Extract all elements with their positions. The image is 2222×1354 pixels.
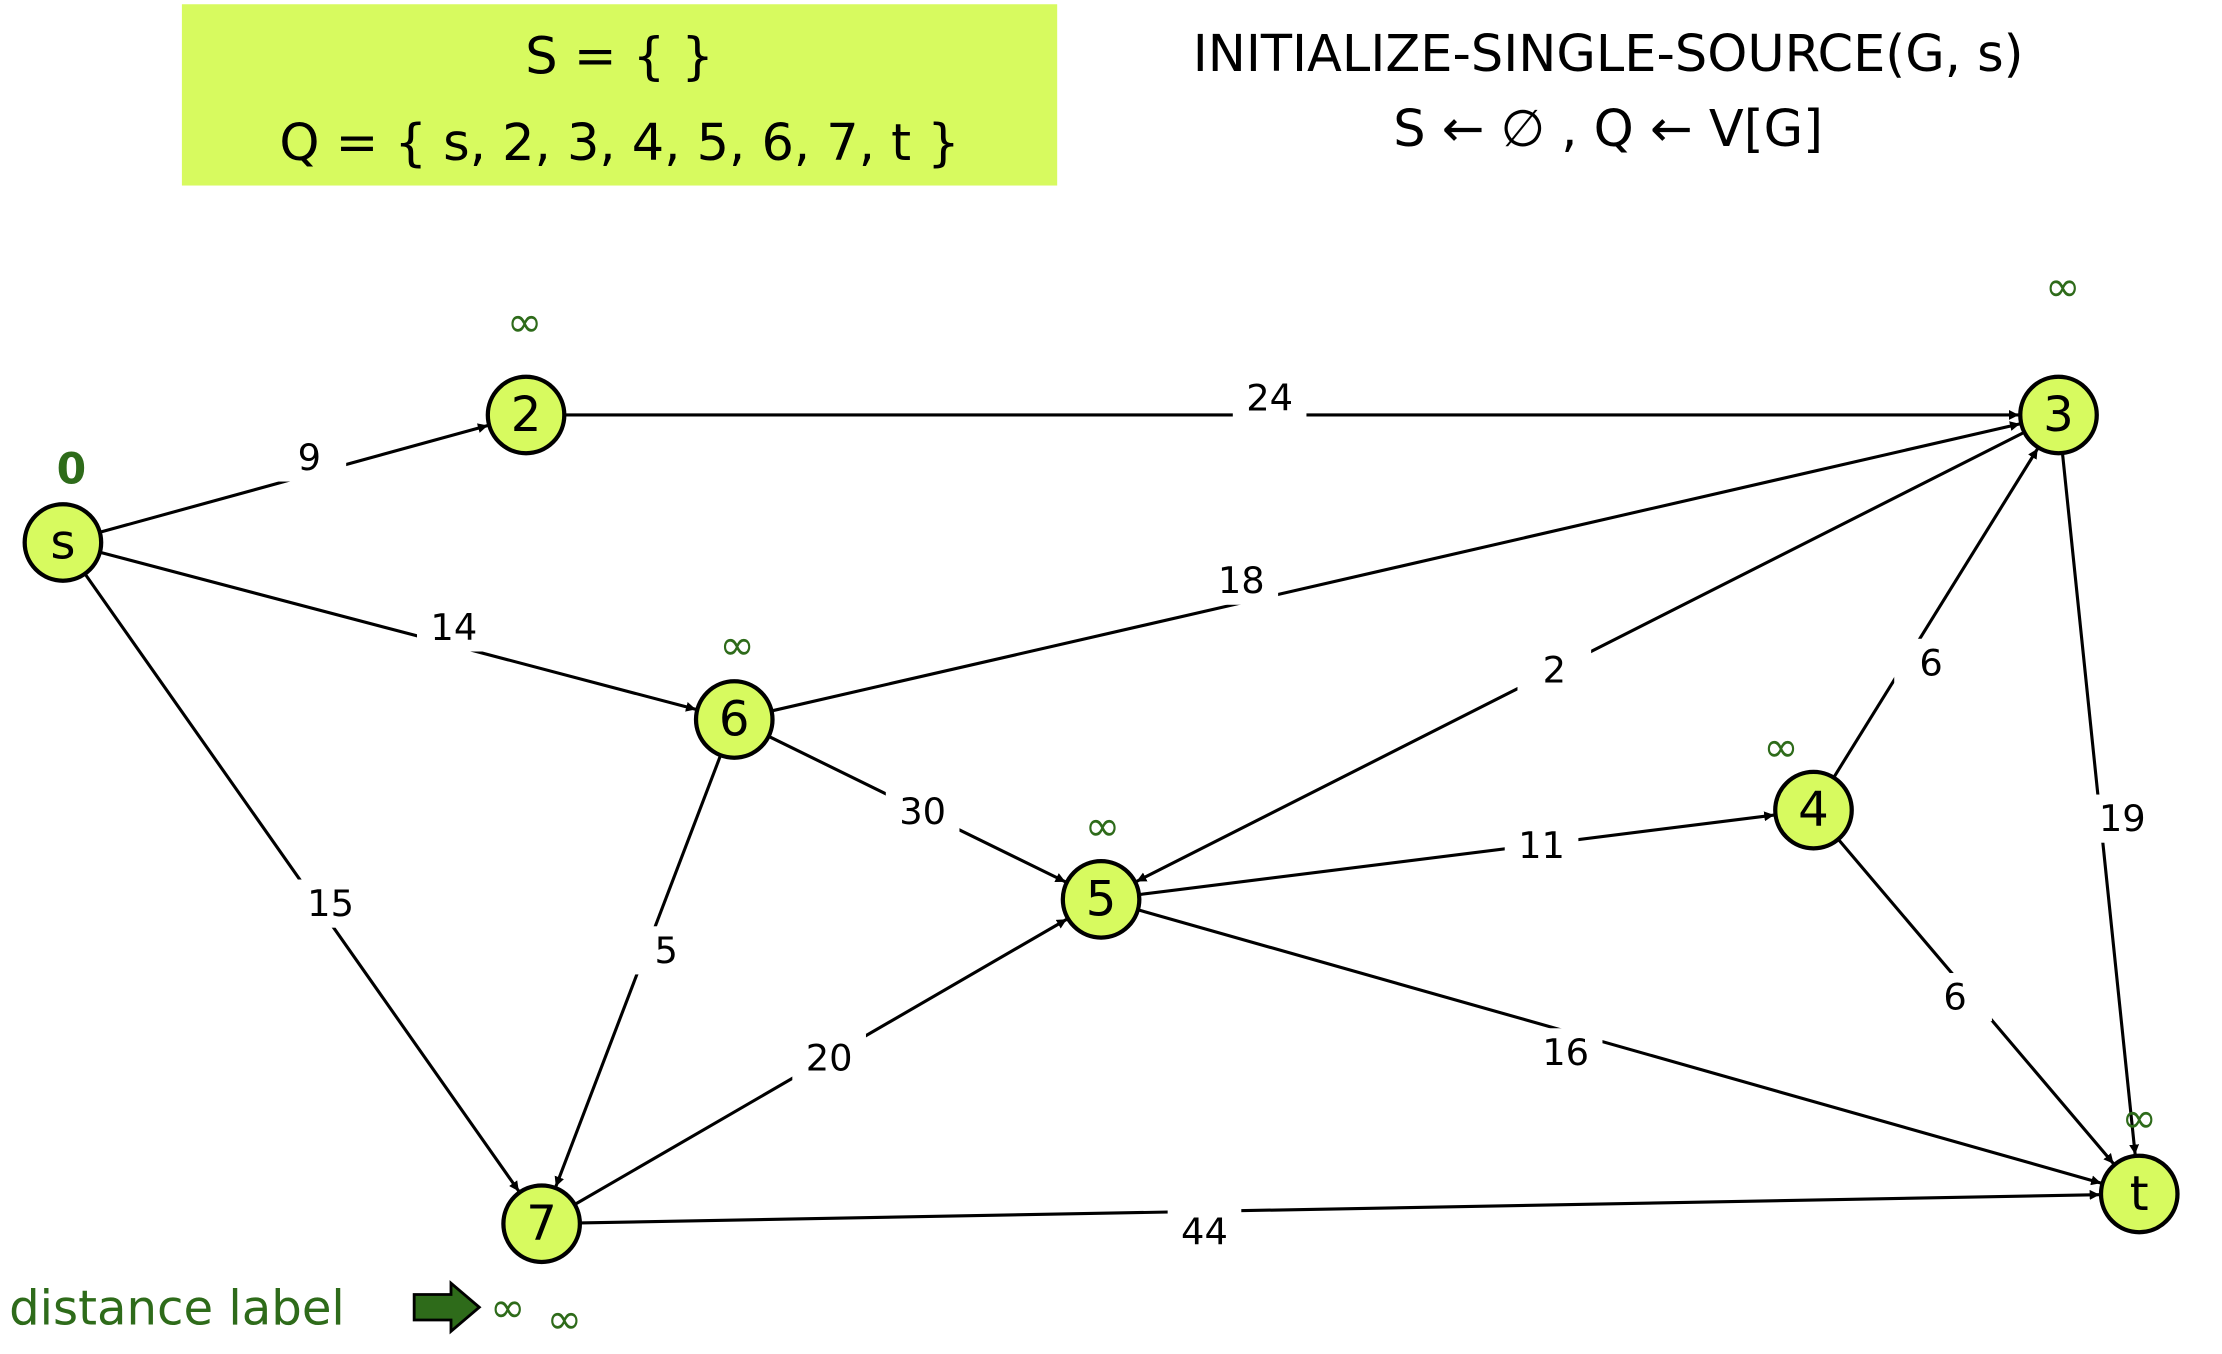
node-4 [1773, 769, 1854, 851]
node-7 [501, 1183, 583, 1265]
heading-line-1: INITIALIZE-SINGLE-SOURCE(G, s) [1193, 25, 2024, 84]
distance-label-5: ∞ [1085, 803, 1120, 852]
sets-box: S = { } Q = { s, 2, 3, 4, 5, 6, 7, t } [181, 4, 1058, 186]
edge-4-3 [1832, 447, 2039, 779]
nodes: s02∞3∞4∞5∞6∞7∞t∞ [22, 263, 2180, 1345]
edge-label-background [1918, 973, 1992, 1022]
node-label-5: 5 [1086, 871, 1117, 927]
legend-label: distance label [9, 1280, 345, 1336]
set-q-text: Q = { s, 2, 3, 4, 5, 6, 7, t } [279, 114, 959, 173]
distance-label-7: ∞ [547, 1296, 582, 1345]
edge-6-3 [771, 421, 2021, 713]
edge-label-background [1504, 821, 1579, 870]
edge-7-t [579, 1189, 2100, 1225]
edge-weight-6-5: 30 [899, 790, 946, 833]
edge-label-background [293, 879, 368, 928]
node-t [2098, 1153, 2180, 1235]
edge-weight-s-2: 9 [298, 436, 321, 479]
edge-5-t [1137, 908, 2102, 1186]
distance-label-s: 0 [57, 446, 87, 495]
node-5 [1060, 858, 1142, 940]
distance-label-4: ∞ [1763, 723, 1798, 772]
edge-label-background [1517, 645, 1592, 694]
edge-label-background [417, 603, 491, 652]
edge-label-background [792, 1033, 866, 1083]
edge-s-6 [99, 550, 697, 712]
edge-weight-6-7: 5 [655, 929, 678, 972]
edge-weight-7-t: 44 [1181, 1211, 1228, 1254]
node-label-3: 3 [2043, 387, 2074, 443]
legend: distance label ∞ [9, 1280, 525, 1336]
edge-label-background [2085, 794, 2160, 843]
edge-weight-6-3: 18 [1218, 559, 1265, 602]
set-s-text: S = { } [525, 28, 714, 87]
heading-line-2: S ← ∅ , Q ← V[G] [1393, 100, 1823, 159]
edge-weight-3-5: 2 [1543, 648, 1566, 691]
edge-weight-7-5: 20 [806, 1036, 853, 1079]
node-s [22, 502, 104, 583]
node-label-7: 7 [526, 1196, 557, 1252]
edge-weight-3-t: 19 [2099, 797, 2146, 840]
edge-label-background [272, 433, 347, 482]
node-label-4: 4 [1798, 782, 1829, 838]
edge-label-background [1232, 373, 1307, 423]
arrow-right-icon [412, 1280, 482, 1335]
edge-weight-5-4: 11 [1518, 824, 1565, 867]
node-label-t: t [2130, 1166, 2149, 1222]
edge-label-background [1167, 1208, 1242, 1257]
node-6 [693, 679, 775, 760]
node-2 [485, 374, 567, 456]
node-3 [2018, 374, 2099, 456]
node-label-s: s [50, 514, 75, 570]
edge-label-background [1204, 556, 1279, 605]
edge-weight-4-t: 6 [1943, 976, 1966, 1019]
edge-label-background [885, 787, 960, 836]
edge-weight-4-3: 6 [1919, 641, 1942, 684]
distance-label-6: ∞ [719, 621, 754, 670]
edge-weight-5-t: 16 [1542, 1031, 1589, 1074]
edge-label-background [629, 926, 704, 975]
distance-label-t: ∞ [2122, 1094, 2157, 1143]
edge-weight-s-6: 14 [430, 606, 477, 649]
node-label-2: 2 [511, 387, 542, 443]
legend-example-distance: ∞ [490, 1284, 525, 1333]
distance-label-3: ∞ [2045, 263, 2080, 312]
edge-weight-s-7: 15 [307, 882, 354, 925]
distance-label-2: ∞ [507, 298, 542, 347]
edge-weight-2-3: 24 [1246, 376, 1293, 419]
algorithm-heading: INITIALIZE-SINGLE-SOURCE(G, s) S ← ∅ , Q… [1193, 25, 2024, 159]
edge-label-background [1528, 1028, 1603, 1077]
edge-label-background [1894, 638, 1968, 687]
node-label-6: 6 [719, 691, 750, 747]
edge-5-4 [1138, 811, 1775, 897]
